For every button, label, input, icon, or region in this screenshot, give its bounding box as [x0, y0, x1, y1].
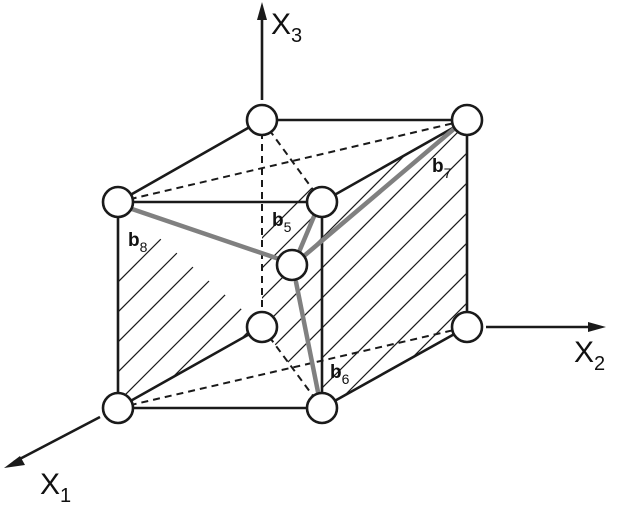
atom: [450, 103, 484, 137]
vector-b5-line: [296, 211, 318, 255]
x2-axis-label: X2: [574, 336, 605, 375]
atom: [101, 185, 135, 219]
vector-b7-line: [301, 125, 458, 259]
coordinate-axes: [4, 2, 606, 468]
x2-axis-arrow: [588, 322, 606, 332]
atom: [245, 310, 279, 344]
atom: [305, 185, 339, 219]
x3-axis-label: X3: [271, 8, 302, 47]
center-atom: [275, 248, 309, 282]
burgers-vectors: [129, 125, 458, 395]
vector-b8-line: [129, 206, 285, 263]
dashed-hidden-edges: [117, 119, 468, 409]
x1-axis-line: [13, 415, 101, 464]
vector-b6-label: b6: [330, 362, 350, 387]
x3-axis-arrow: [257, 2, 267, 20]
atom: [245, 103, 279, 137]
x1-axis-label: X1: [40, 468, 71, 507]
atom: [101, 391, 135, 425]
vector-b6-line: [293, 279, 321, 395]
atom: [450, 310, 484, 344]
x1-axis-arrow: [4, 456, 25, 468]
cube-edges: [116, 118, 469, 410]
atom: [305, 391, 339, 425]
lattice-atoms: [101, 103, 484, 425]
vector-b5-label: b5: [272, 210, 292, 235]
vector-b8-label: b8: [128, 230, 148, 255]
vector-b7-label: b7: [432, 156, 452, 181]
